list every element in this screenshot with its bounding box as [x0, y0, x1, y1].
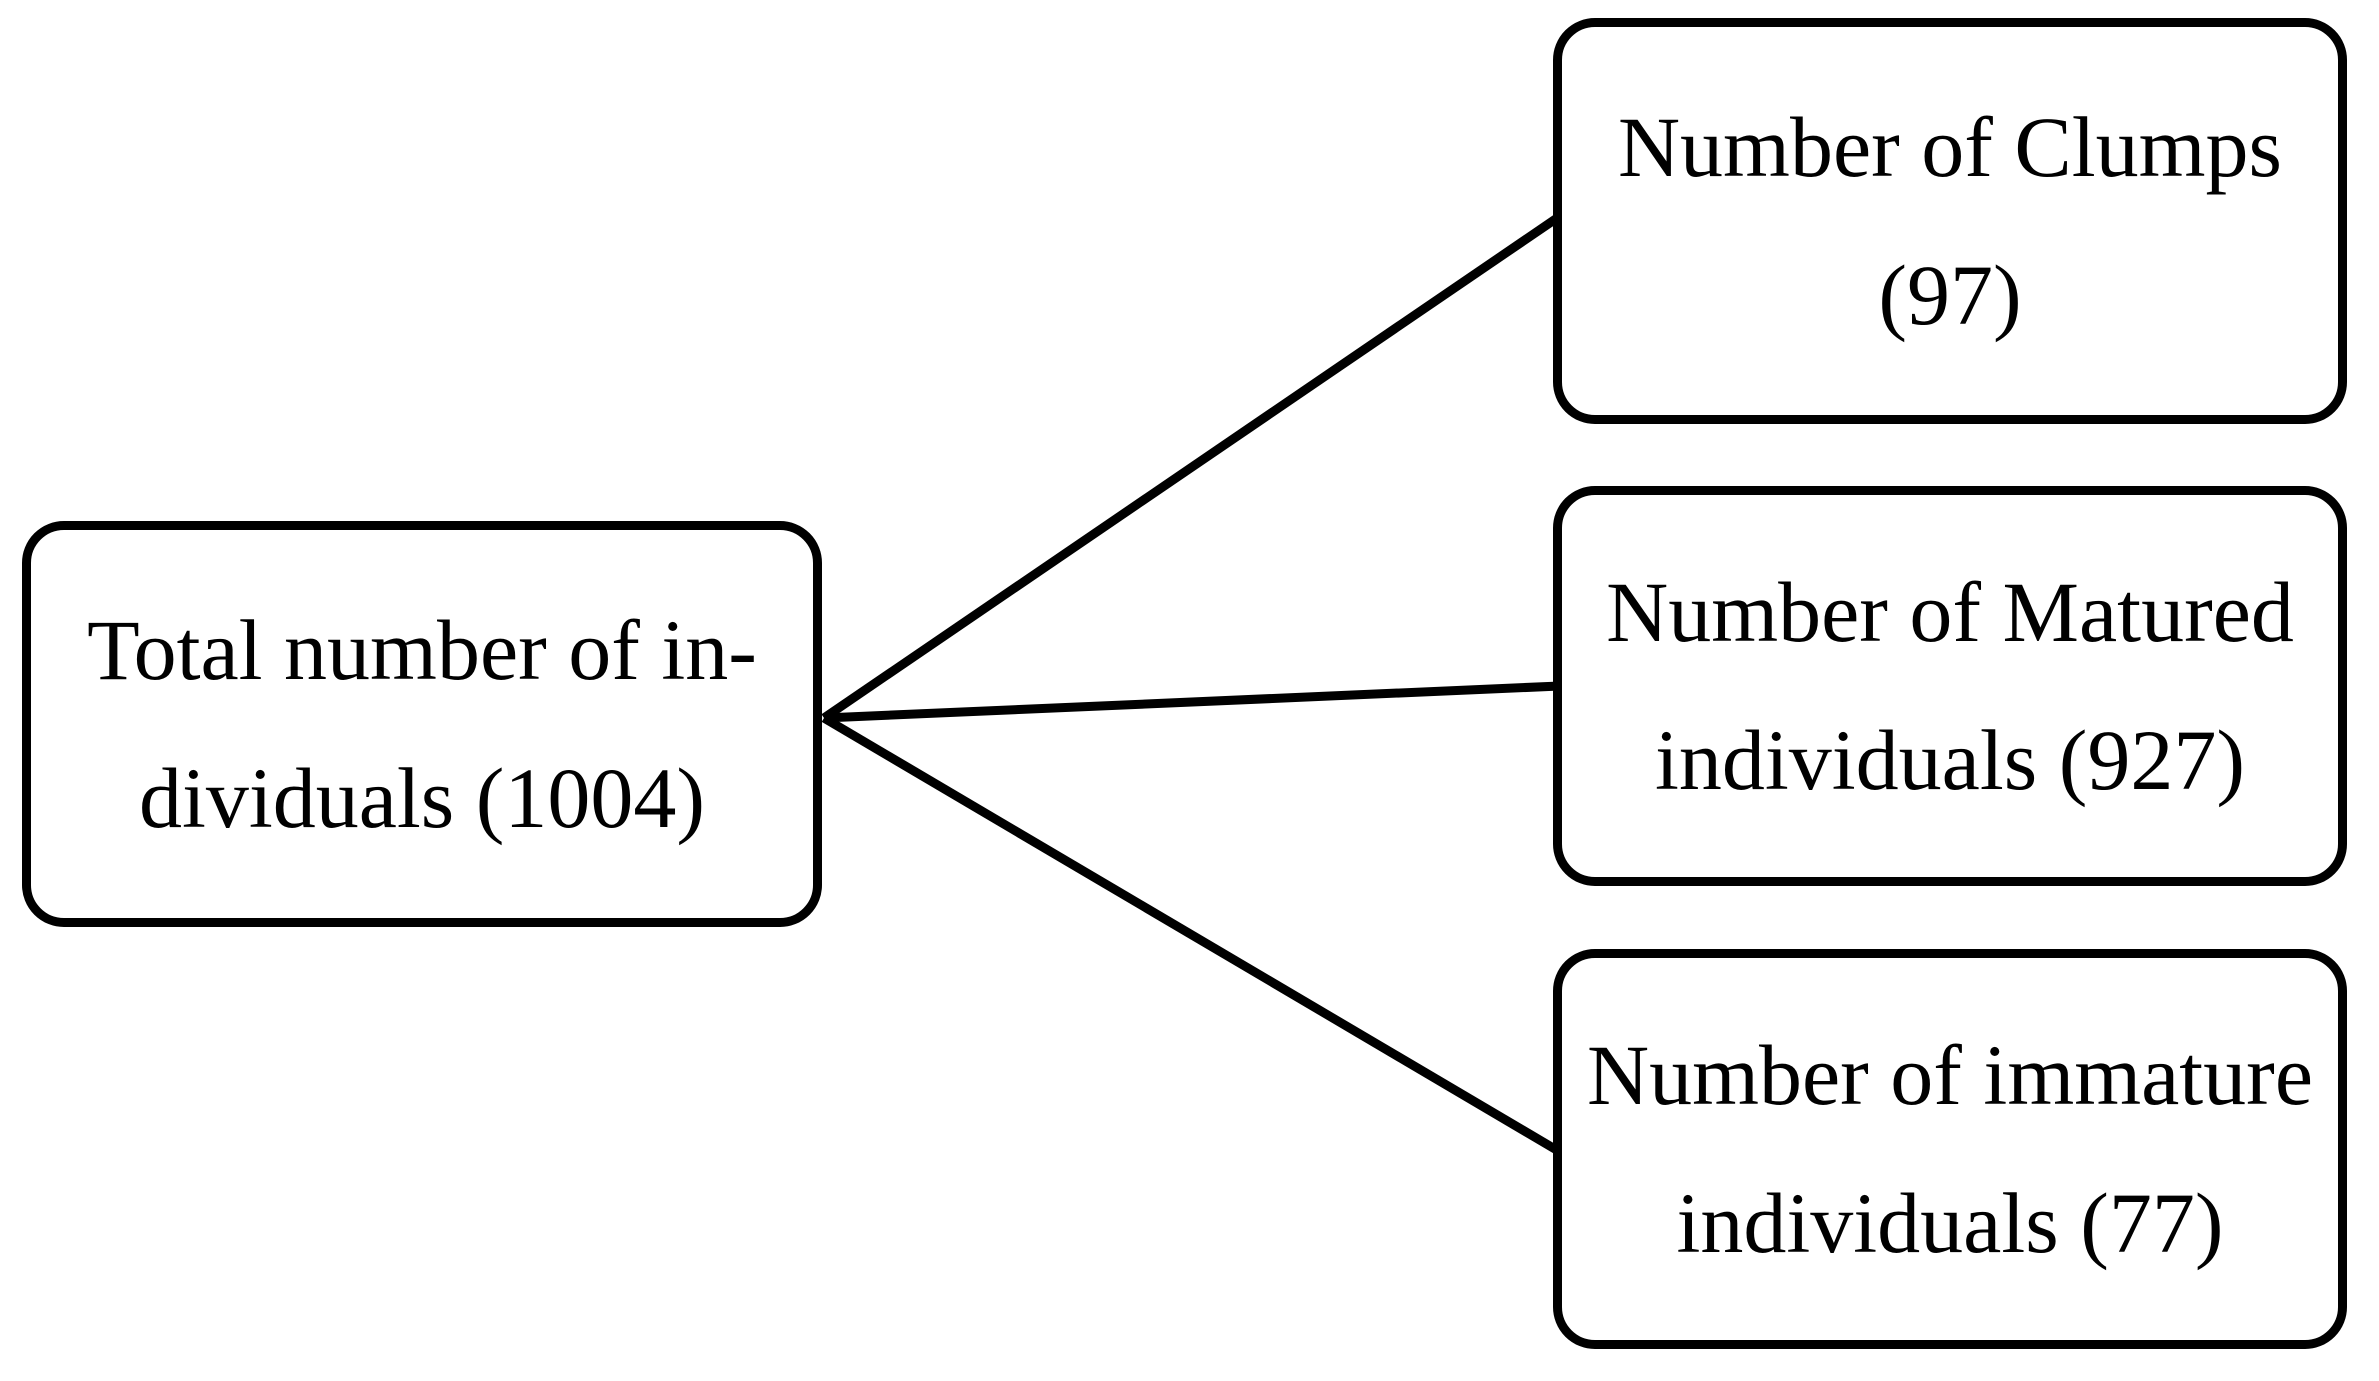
node-immature-individuals-line1: Number of immature	[1586, 1027, 2313, 1123]
node-matured-individuals: Number of Matured individuals (927)	[1553, 486, 2347, 886]
node-immature-individuals: Number of immature individuals (77)	[1553, 949, 2347, 1349]
connector-total-to-clumps	[821, 212, 1563, 722]
node-total-individuals: Total number of in- dividuals (1004)	[22, 521, 822, 927]
connector-total-to-matured	[823, 681, 1561, 723]
node-matured-individuals-line1: Number of Matured	[1606, 564, 2294, 660]
node-immature-individuals-line2: individuals (77)	[1676, 1175, 2224, 1271]
node-total-individuals-line2: dividuals (1004)	[138, 750, 706, 846]
node-number-of-clumps: Number of Clumps (97)	[1553, 18, 2347, 424]
node-number-of-clumps-line2: (97)	[1878, 247, 2022, 343]
node-number-of-clumps-line1: Number of Clumps	[1617, 99, 2283, 195]
node-total-individuals-line1: Total number of in-	[87, 602, 757, 698]
node-matured-individuals-line2: individuals (927)	[1655, 712, 2245, 808]
connector-total-to-immature	[821, 714, 1563, 1156]
